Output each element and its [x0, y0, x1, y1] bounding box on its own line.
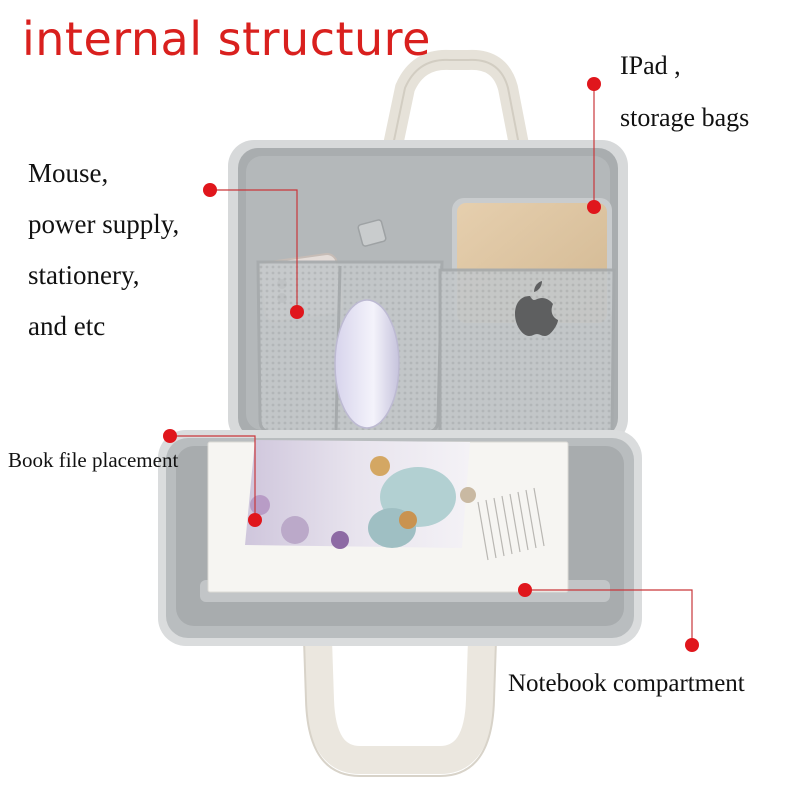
marker-notebook — [685, 638, 699, 652]
mouse-label-line: and etc — [28, 311, 106, 341]
book-label: Book file placement — [8, 448, 179, 472]
marker-mouse — [203, 183, 217, 197]
marker-ipad-pocket — [587, 200, 601, 214]
mouse-device — [334, 299, 400, 429]
page-title: internal structure — [22, 12, 431, 66]
mesh-pockets — [256, 260, 616, 442]
marker-notebook-top — [518, 583, 532, 597]
mouse-label-line: stationery, — [28, 260, 140, 290]
notebook-label: Notebook compartment — [508, 670, 745, 697]
callout-lines — [170, 84, 693, 645]
marker-mouse-pocket — [290, 305, 304, 319]
mouse-label-line: power supply, — [28, 209, 180, 239]
ipad-label-line: storage bags — [620, 103, 750, 132]
marker-ipad — [587, 77, 601, 91]
mouse-label: Mouse, power supply, stationery, and etc — [28, 148, 179, 352]
top-handle — [382, 49, 530, 160]
ipad-label-line: IPad , — [620, 51, 681, 80]
book — [207, 440, 569, 593]
callout-markers — [163, 77, 699, 652]
bottom-handle — [303, 639, 497, 777]
ipad-label: IPad , storage bags — [620, 40, 749, 144]
mouse-label-line: Mouse, — [28, 158, 109, 188]
marker-book-item — [248, 513, 262, 527]
marker-book — [163, 429, 177, 443]
